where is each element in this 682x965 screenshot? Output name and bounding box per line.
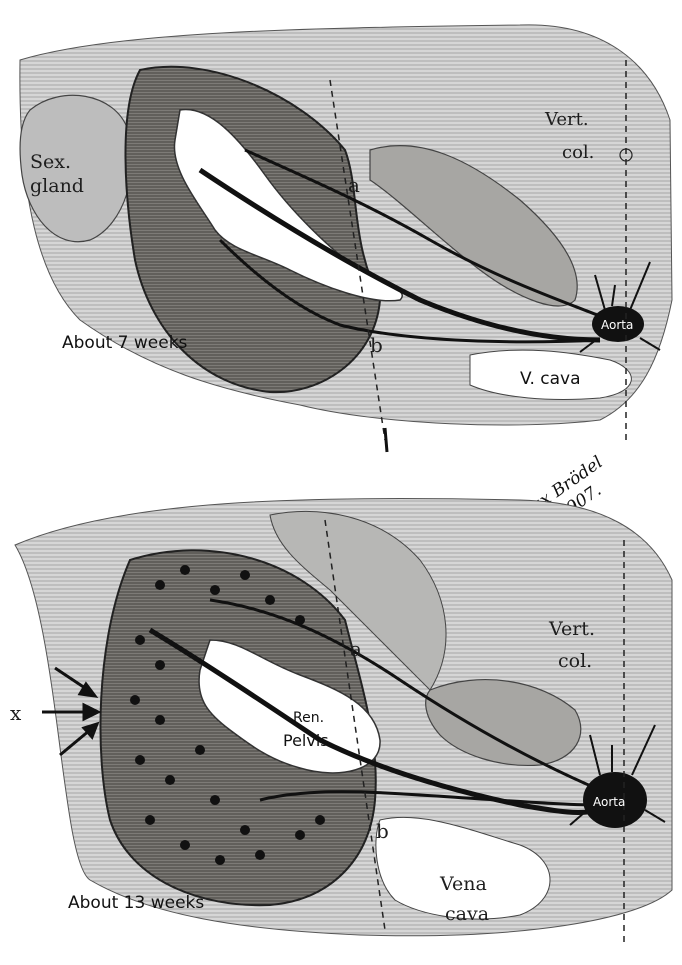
top-label-col: col. — [562, 142, 594, 163]
bottom-label-ren: Ren. — [293, 710, 324, 726]
bottom-caption: About 13 weeks — [68, 893, 204, 913]
bottom-label-vert: Vert. — [548, 618, 595, 640]
top-label-gland: gland — [30, 175, 84, 197]
top-label-aorta: Aorta — [601, 318, 633, 332]
bottom-label-x: x — [10, 701, 22, 725]
bottom-label-cava: cava — [445, 903, 489, 925]
bottom-label-col: col. — [558, 650, 592, 672]
bottom-label-aorta: Aorta — [593, 795, 625, 809]
bottom-label-vena: Vena — [439, 873, 487, 895]
top-label-sex: Sex. — [30, 151, 71, 173]
top-label-vert: Vert. — [544, 109, 589, 130]
top-panel: Sex. gland Vert. col. a b Aorta V. cava … — [20, 25, 672, 452]
bottom-label-b: b — [376, 819, 389, 843]
bottom-label-pelvis: Pelvis — [283, 731, 329, 750]
top-section-line-tail — [385, 428, 387, 452]
top-label-a: a — [348, 173, 360, 197]
top-caption: About 7 weeks — [62, 333, 188, 353]
bottom-label-a: a — [350, 637, 362, 661]
top-label-b: b — [370, 333, 383, 357]
bottom-panel: Vert. col. a b Ren. Pelvis Aorta Vena ca… — [10, 498, 672, 945]
top-label-v-cava: V. cava — [520, 369, 581, 389]
